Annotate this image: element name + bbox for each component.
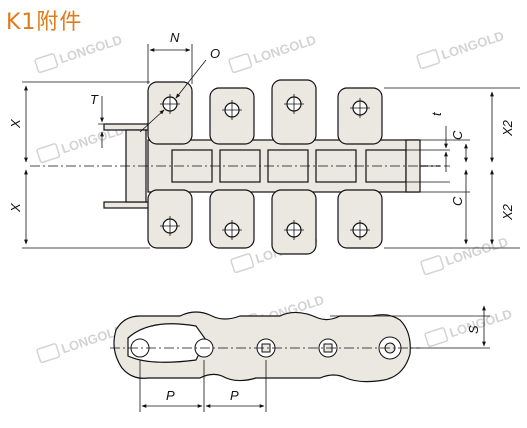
hole-crosshairs	[160, 94, 370, 240]
watermark-1: LONGOLD	[34, 32, 124, 74]
label-c-bottom: C	[450, 196, 465, 206]
attachment-bottom-2	[209, 189, 255, 249]
watermark-3: LONGOLD	[416, 28, 506, 70]
watermark-6: LONGOLD	[420, 234, 510, 276]
watermark-7: LONGOLD	[36, 322, 126, 364]
label-n: N	[170, 30, 180, 45]
label-s: S	[466, 325, 481, 334]
page-title: K1附件	[6, 10, 83, 35]
watermark-text-6: LONGOLD	[443, 234, 509, 268]
label-x-bottom: X	[8, 202, 23, 213]
watermark-2: LONGOLD	[228, 32, 318, 74]
label-c-top: C	[450, 130, 465, 140]
label-x2-top: X2	[500, 119, 515, 137]
label-p-2: P	[230, 388, 239, 403]
dimension-lines-top	[22, 44, 520, 249]
label-p-1: P	[166, 388, 175, 403]
watermark-text-9: LONGOLD	[447, 306, 513, 340]
watermark-text-3: LONGOLD	[439, 28, 505, 62]
chain-top-view	[103, 79, 440, 255]
dimension-lines-side	[139, 305, 490, 412]
label-t-upper: T	[90, 92, 99, 107]
label-o: O	[210, 46, 220, 61]
label-x-top: X	[8, 118, 23, 129]
watermark-text-1: LONGOLD	[57, 32, 123, 66]
label-x2-bottom: X2	[500, 203, 515, 221]
holes-top	[162, 96, 368, 118]
label-t-lower: t	[429, 111, 444, 116]
attachment-bottom-4	[337, 189, 383, 249]
watermark-text-2: LONGOLD	[251, 32, 317, 66]
holes-bottom	[162, 218, 368, 238]
left-pin-head-bottom	[103, 201, 151, 209]
